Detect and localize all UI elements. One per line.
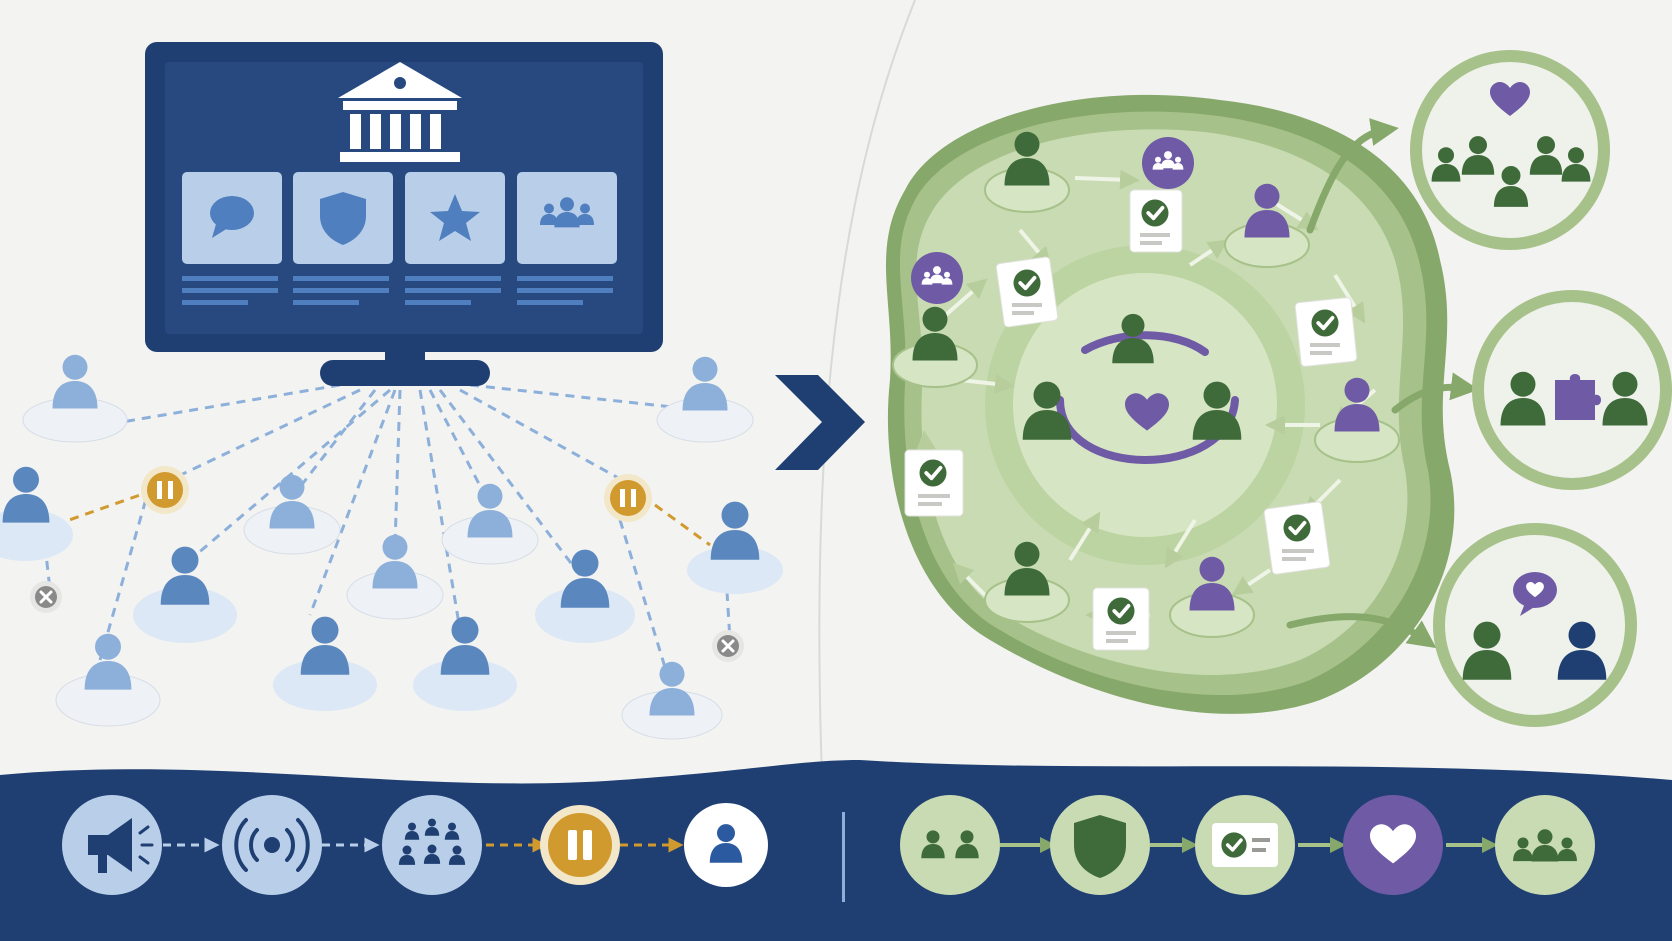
heart-icon — [1343, 795, 1443, 895]
chevron-right-icon — [775, 375, 865, 470]
person-node — [346, 534, 444, 620]
handshake-icon — [1433, 523, 1637, 727]
group-badge-icon — [911, 252, 963, 304]
person-node — [55, 633, 161, 727]
person-node — [687, 501, 783, 594]
pause-icon — [540, 805, 620, 885]
right-panel — [885, 50, 1672, 727]
service-card — [405, 172, 505, 305]
person-node — [273, 616, 377, 711]
band-divider — [842, 812, 845, 902]
puzzle-collaboration-icon — [1472, 290, 1672, 490]
member-node — [1224, 183, 1310, 268]
institution-monitor — [145, 42, 663, 386]
service-card — [517, 172, 617, 305]
shield-icon — [1050, 795, 1150, 895]
left-panel — [0, 42, 783, 740]
person-node — [413, 616, 517, 711]
person-node — [441, 483, 539, 565]
person-icon — [684, 803, 768, 887]
group-badge-icon — [1142, 137, 1194, 189]
speech-bubble-icon — [210, 196, 254, 238]
checklist-card — [1129, 189, 1183, 253]
group-icon — [1495, 795, 1595, 895]
broadcast-icon — [222, 795, 322, 895]
service-card — [293, 172, 393, 305]
x-icon — [30, 581, 62, 613]
individuals — [0, 354, 783, 740]
person-node — [621, 661, 723, 740]
megaphone-icon — [62, 795, 162, 895]
checklist-card — [995, 256, 1059, 328]
panel-divider — [818, 0, 916, 941]
person-node — [133, 546, 237, 643]
checklist-card — [904, 449, 964, 517]
person-node — [0, 466, 73, 561]
pause-icon — [141, 466, 189, 514]
audience-icon — [382, 795, 482, 895]
person-node — [656, 356, 754, 443]
checklist-card — [1294, 297, 1358, 367]
member-node — [1169, 556, 1255, 638]
shield-icon — [320, 192, 366, 245]
checklist-card — [1092, 587, 1150, 651]
pair-icon — [900, 795, 1000, 895]
person-node — [22, 354, 128, 443]
person-node — [535, 549, 635, 643]
checklist-card — [1263, 501, 1331, 575]
star-icon — [430, 194, 480, 241]
institution-icon — [338, 62, 462, 162]
member-node — [984, 131, 1070, 213]
x-icon — [712, 630, 744, 662]
member-node — [892, 306, 978, 388]
person-node — [243, 474, 341, 555]
member-node — [1314, 377, 1400, 463]
pause-icon — [604, 474, 652, 522]
service-card — [182, 172, 282, 305]
checklist-card-icon — [1195, 795, 1295, 895]
bottom-left-flow — [62, 795, 768, 895]
bottom-right-flow — [900, 795, 1595, 895]
member-node — [984, 541, 1070, 623]
community-heart-icon — [1410, 50, 1610, 250]
